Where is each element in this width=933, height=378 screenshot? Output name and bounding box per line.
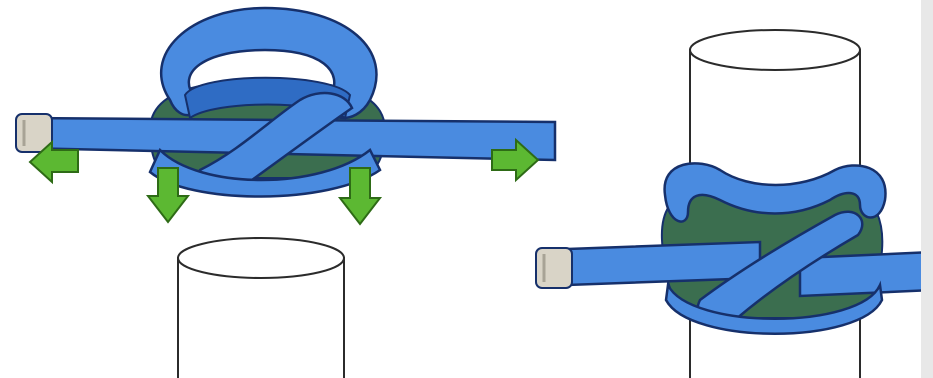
pole-left: [178, 238, 344, 378]
step-two-group: [536, 30, 933, 378]
pole-right-top: [690, 30, 860, 70]
edge-strip: [921, 0, 933, 378]
rope-end-icon: [536, 248, 572, 288]
pole-left-top: [178, 238, 344, 278]
step-one-group: [16, 8, 555, 378]
